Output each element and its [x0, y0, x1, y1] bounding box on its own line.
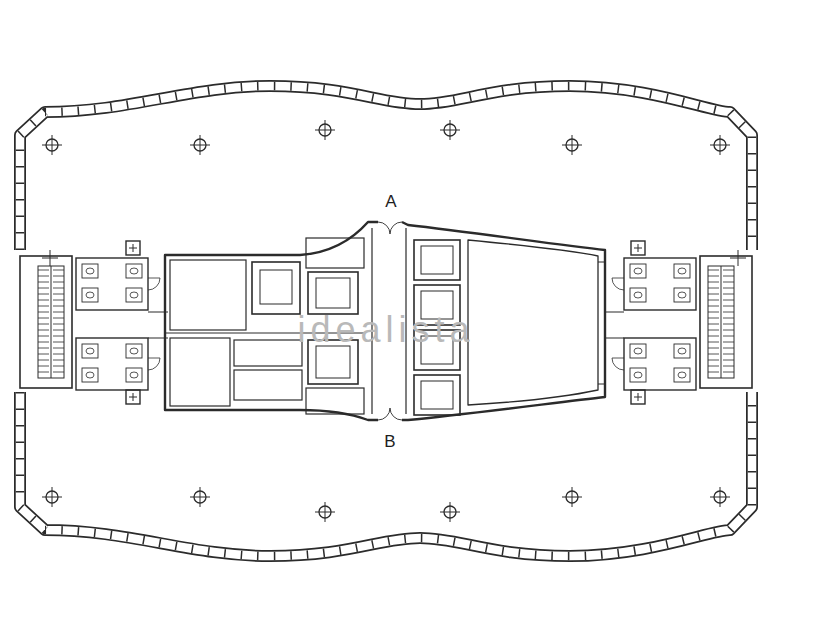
lift-shaft	[308, 272, 358, 314]
toilet-stall	[630, 344, 646, 358]
facade-wall	[20, 86, 752, 250]
toilet-fixture	[634, 348, 642, 354]
toilet-fixture	[86, 268, 94, 274]
door-swing	[148, 278, 160, 290]
facade-wall-inner	[20, 86, 752, 250]
stair-well	[708, 266, 734, 378]
toilet-fixture	[678, 348, 686, 354]
shaft-room	[234, 370, 302, 400]
facade-wall-inner	[20, 392, 752, 556]
toilet-stall	[630, 368, 646, 382]
toilet-room	[624, 338, 696, 390]
toilet-fixture	[678, 268, 686, 274]
stair-handrail	[721, 266, 722, 378]
grid-mark	[730, 250, 746, 266]
toilet-stall	[674, 344, 690, 358]
door-swing	[612, 278, 624, 290]
stair-handrail	[51, 266, 52, 378]
core-pillar	[631, 241, 645, 255]
door-swing	[148, 358, 160, 370]
section-mark: B	[384, 433, 395, 450]
column-axis	[42, 135, 62, 155]
lift-car	[260, 270, 292, 304]
section-mark: A	[385, 193, 396, 210]
lift-shaft	[252, 262, 300, 314]
stair-core	[700, 256, 752, 388]
pillar-axis	[634, 393, 642, 401]
lift-shaft	[414, 240, 460, 280]
toilet-fixture	[130, 348, 138, 354]
column-axis	[710, 135, 730, 155]
lift-car	[316, 278, 350, 308]
door-swing	[612, 358, 624, 370]
toilet-fixture	[130, 372, 138, 378]
grid-mark	[42, 250, 58, 266]
toilet-fixture	[86, 292, 94, 298]
core-pillar	[126, 390, 140, 404]
lift-car	[421, 246, 453, 274]
column-axis	[315, 502, 335, 522]
toilet-stall	[82, 288, 98, 302]
column-axis	[562, 487, 582, 507]
toilet-fixture	[130, 268, 138, 274]
column-axis	[42, 487, 62, 507]
lift-shaft	[414, 375, 460, 415]
toilet-room	[624, 258, 696, 310]
toilet-stall	[674, 288, 690, 302]
door-swing	[378, 222, 402, 234]
toilet-stall	[126, 264, 142, 278]
toilet-stall	[674, 368, 690, 382]
shaft-wall	[598, 262, 605, 384]
shaft-room	[234, 340, 302, 366]
toilet-fixture	[86, 372, 94, 378]
toilet-fixture	[634, 292, 642, 298]
column-axis	[440, 120, 460, 140]
column-axis	[562, 135, 582, 155]
lift-car	[421, 381, 453, 409]
lift-car	[316, 346, 350, 378]
shaft-room	[306, 238, 364, 268]
toilet-stall	[82, 344, 98, 358]
facade-panel-joint	[20, 86, 752, 250]
column-axis	[710, 487, 730, 507]
column-axis	[440, 502, 460, 522]
toilet-fixture	[86, 348, 94, 354]
door-swing	[378, 408, 402, 420]
shaft-room	[306, 388, 364, 414]
core-pillar	[126, 241, 140, 255]
column-axis	[315, 120, 335, 140]
watermark: idealista	[297, 312, 474, 348]
stair-core	[20, 256, 72, 388]
shaft-room	[170, 338, 230, 406]
pillar-axis	[634, 244, 642, 252]
toilet-stall	[126, 344, 142, 358]
toilet-fixture	[634, 372, 642, 378]
facade-wall	[20, 392, 752, 556]
pillar-axis	[129, 393, 137, 401]
toilet-stall	[126, 288, 142, 302]
toilet-stall	[674, 264, 690, 278]
shaft-room	[170, 260, 246, 330]
toilet-stall	[82, 264, 98, 278]
toilet-fixture	[678, 292, 686, 298]
toilet-stall	[630, 264, 646, 278]
toilet-fixture	[678, 372, 686, 378]
toilet-fixture	[130, 292, 138, 298]
facade-panel-joint	[20, 392, 752, 556]
toilet-stall	[82, 368, 98, 382]
core-pillar	[631, 390, 645, 404]
stair-well	[38, 266, 64, 378]
toilet-stall	[126, 368, 142, 382]
column-axis	[190, 487, 210, 507]
pillar-axis	[129, 244, 137, 252]
ventilation-shaft	[468, 240, 598, 405]
toilet-room	[76, 258, 148, 310]
column-axis	[190, 135, 210, 155]
toilet-stall	[630, 288, 646, 302]
toilet-fixture	[634, 268, 642, 274]
toilet-room	[76, 338, 148, 390]
